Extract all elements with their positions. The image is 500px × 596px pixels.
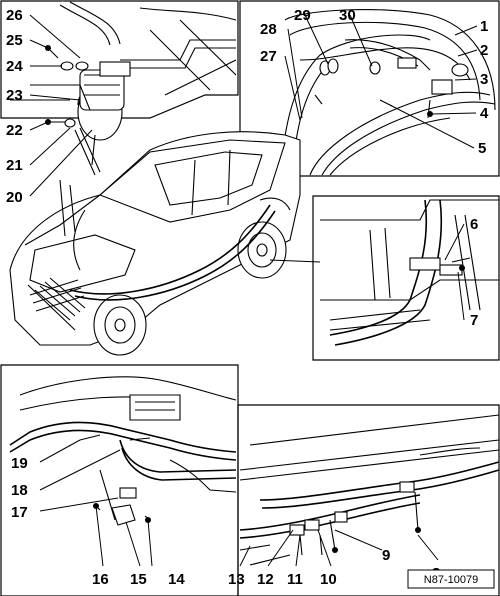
leader-7: [457, 271, 465, 321]
callout-2: 2: [480, 42, 488, 59]
leader-2: [457, 49, 478, 57]
callout-4: 4: [480, 105, 489, 122]
detail-top-right: [279, 8, 496, 176]
detail-middle-right: [320, 199, 499, 346]
callout-14: 14: [168, 571, 185, 588]
frame-bottom-left: [0, 364, 239, 596]
leader-lines: [29, 14, 478, 567]
bolt-markers: [45, 45, 465, 553]
leader-3: [454, 78, 477, 81]
bolt-8: [415, 527, 421, 533]
figure-reference-box: N87-10079: [407, 569, 495, 589]
leader-18: [39, 449, 121, 491]
callout-19: 19: [11, 455, 28, 472]
callout-17: 17: [11, 504, 28, 521]
frame-bottom-right: [237, 404, 500, 596]
callout-29: 29: [294, 7, 311, 24]
bolt-16: [93, 503, 99, 509]
callout-15: 15: [130, 571, 147, 588]
leader-8: [417, 534, 439, 561]
callout-12: 12: [257, 571, 274, 588]
frame-middle-right: [312, 195, 500, 361]
callout-6: 6: [470, 216, 478, 233]
leader-6: [444, 223, 465, 261]
leader-19: [39, 439, 81, 463]
detail-car: [9, 131, 321, 356]
callout-13: 13: [228, 571, 245, 588]
callout-5: 5: [478, 140, 486, 157]
bolt-22: [45, 119, 51, 125]
leader-12: [267, 529, 294, 567]
leader-1: [454, 25, 478, 36]
leader-17: [39, 497, 119, 512]
leader-21: [29, 127, 71, 166]
callout-22: 22: [6, 122, 23, 139]
callout-11: 11: [287, 571, 303, 588]
leader-20: [29, 129, 93, 197]
leader-5: [389, 104, 475, 149]
detail-bottom-left: [9, 376, 237, 526]
callout-7: 7: [470, 312, 478, 329]
callout-30: 30: [339, 7, 356, 24]
leader-30: [349, 14, 373, 67]
leader-13: [239, 545, 251, 567]
detail-bottom-right: [239, 414, 500, 566]
leader-16: [95, 505, 104, 567]
callout-24: 24: [6, 58, 23, 75]
callout-9: 9: [382, 547, 390, 564]
callout-25: 25: [6, 32, 23, 49]
callout-27: 27: [260, 48, 277, 65]
leader-10: [317, 529, 332, 567]
callout-20: 20: [6, 189, 23, 206]
leader-14: [147, 519, 153, 567]
callout-28: 28: [260, 21, 277, 38]
figure-reference: N87-10079: [424, 574, 478, 586]
leader-15: [125, 521, 141, 567]
bolt-25: [45, 45, 51, 51]
callout-21: 21: [6, 157, 23, 174]
bolt-7: [459, 265, 465, 271]
bolt-14: [145, 517, 151, 523]
leader-22: [29, 121, 49, 131]
detail-top-left: [10, 1, 237, 176]
leader-23: [29, 94, 81, 101]
callout-18: 18: [11, 482, 28, 499]
leader-28: [287, 28, 303, 119]
callout-1: 1: [480, 18, 488, 35]
leader-11: [295, 534, 301, 567]
callout-3: 3: [480, 71, 488, 88]
leader-25: [29, 39, 49, 49]
callout-23: 23: [6, 87, 23, 104]
bolt-4: [427, 111, 433, 117]
frame-top-right: [239, 0, 500, 177]
bolt-9: [332, 547, 338, 553]
frame-top-left: [0, 0, 239, 119]
leader-9: [334, 529, 383, 551]
callout-26: 26: [6, 7, 23, 24]
leader-29: [304, 14, 329, 65]
leader-27: [284, 55, 301, 121]
callout-10: 10: [320, 571, 337, 588]
leader-26: [29, 14, 81, 59]
leader-4: [431, 112, 477, 115]
callout-16: 16: [92, 571, 109, 588]
